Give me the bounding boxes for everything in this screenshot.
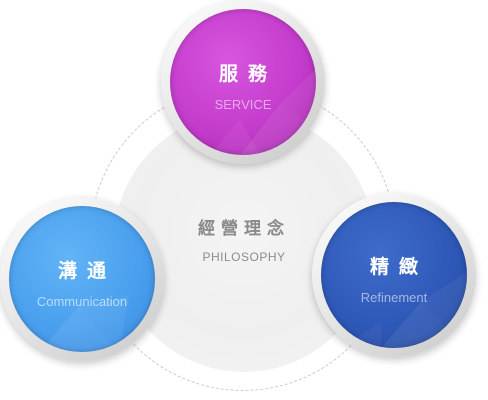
- refinement-bubble: 精緻 Refinement: [312, 193, 476, 357]
- communication-title: 溝通: [57, 260, 116, 282]
- center-title: 經營理念: [198, 219, 290, 239]
- center-subtitle: PHILOSOPHY: [202, 250, 286, 264]
- refinement-subtitle: Refinement: [360, 290, 428, 305]
- refinement-title: 精緻: [369, 256, 428, 278]
- service-subtitle: SERVICE: [214, 97, 272, 112]
- communication-bubble: 溝通 Communication: [0, 197, 164, 361]
- service-title: 服務: [218, 63, 277, 85]
- facet-pattern: [341, 272, 467, 348]
- service-bubble: 服務 SERVICE: [161, 0, 325, 164]
- facet-pattern: [9, 296, 129, 352]
- communication-subtitle: Communication: [36, 294, 128, 309]
- facet-pattern: [210, 69, 316, 155]
